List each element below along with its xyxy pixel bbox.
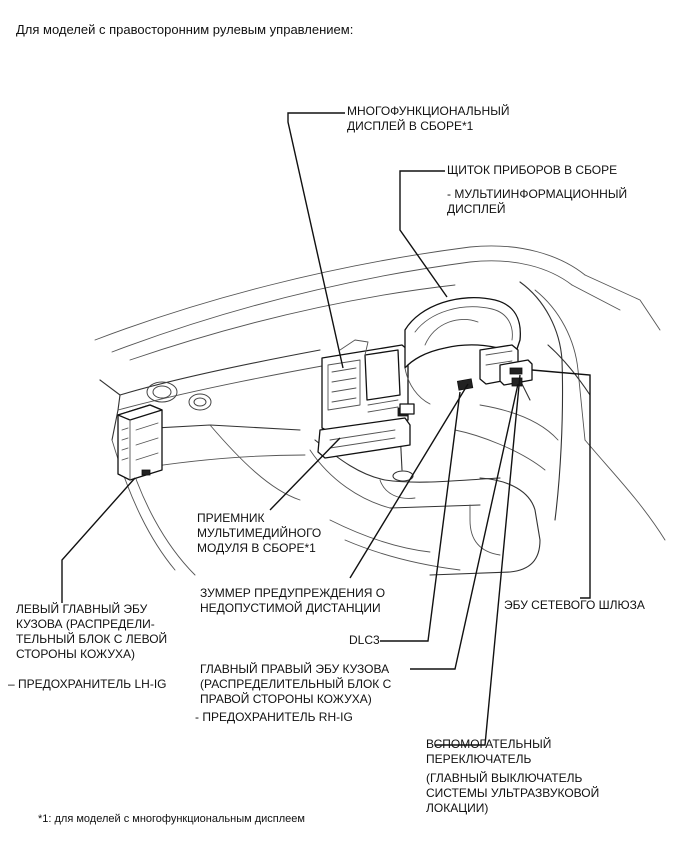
- label-line: ЗУММЕР ПРЕДУПРЕЖДЕНИЯ О: [200, 586, 386, 600]
- label-line: ТЕЛЬНЫЙ БЛОК С ЛЕВОЙ: [16, 632, 168, 646]
- label-line: (РАСПРЕДЕЛИТЕЛЬНЫЙ БЛОК С: [200, 677, 392, 691]
- label-line: ЛОКАЦИИ): [426, 801, 489, 815]
- label-line: МУЛЬТИМЕДИЙНОГО: [197, 526, 322, 540]
- label-line: ПРАВОЙ СТОРОНЫ КОЖУХА): [200, 692, 372, 706]
- label-line: ЛЕВЫЙ ГЛАВНЫЙ ЭБУ: [16, 602, 148, 616]
- label-gateway-ecu: ЭБУ СЕТЕВОГО ШЛЮЗА: [504, 598, 645, 613]
- label-line: ЩИТОК ПРИБОРОВ В СБОРЕ: [447, 163, 618, 177]
- label-multifunction-display: МНОГОФУНКЦИОНАЛЬНЫЙ ДИСПЛЕЙ В СБОРЕ*1: [347, 104, 509, 134]
- label-line: DLC3: [349, 633, 380, 647]
- label-line: МНОГОФУНКЦИОНАЛЬНЫЙ: [347, 104, 510, 118]
- label-line: ГЛАВНЫЙ ПРАВЫЙ ЭБУ КУЗОВА: [200, 662, 390, 676]
- label-line: (ГЛАВНЫЙ ВЫКЛЮЧАТЕЛЬ: [426, 771, 583, 785]
- label-fuse-rh-ig: - ПРЕДОХРАНИТЕЛЬ RH-IG: [195, 710, 353, 725]
- label-line: ДИСПЛЕЙ: [447, 202, 506, 216]
- label-fuse-lh-ig: – ПРЕДОХРАНИТЕЛЬ LH-IG: [8, 677, 166, 692]
- label-line: ПРИЕМНИК: [197, 511, 265, 525]
- label-line: - МУЛЬТИИНФОРМАЦИОННЫЙ: [447, 187, 628, 201]
- label-line: ПЕРЕКЛЮЧАТЕЛЬ: [426, 752, 532, 766]
- label-line: КУЗОВА (РАСПРЕДЕЛИ-: [16, 617, 155, 631]
- footnote: *1: для моделей с многофункциональным ди…: [38, 813, 305, 825]
- label-combination-meter: ЩИТОК ПРИБОРОВ В СБОРЕ: [447, 163, 617, 178]
- label-line: МОДУЛЯ В СБОРЕ*1: [197, 541, 316, 555]
- label-line: СИСТЕМЫ УЛЬТРАЗВУКОВОЙ: [426, 786, 600, 800]
- label-right-body-ecu: ГЛАВНЫЙ ПРАВЫЙ ЭБУ КУЗОВА (РАСПРЕДЕЛИТЕЛ…: [200, 662, 391, 707]
- label-line: СТОРОНЫ КОЖУХА): [16, 647, 135, 661]
- label-dlc3: DLC3: [349, 633, 380, 648]
- label-line: ЭБУ СЕТЕВОГО ШЛЮЗА: [504, 598, 645, 612]
- center-stack-drawing: [317, 339, 411, 459]
- small-parts-drawing: [399, 377, 523, 415]
- label-line: ДИСПЛЕЙ В СБОРЕ*1: [347, 119, 474, 133]
- label-sub-switch-detail: (ГЛАВНЫЙ ВЫКЛЮЧАТЕЛЬ СИСТЕМЫ УЛЬТРАЗВУКО…: [426, 771, 599, 816]
- page-title: Для моделей с правосторонним рулевым упр…: [16, 22, 354, 37]
- left-body-ecu-drawing: [117, 404, 163, 481]
- label-line: НЕДОПУСТИМОЙ ДИСТАНЦИИ: [200, 601, 381, 615]
- gateway-ecu-drawing: [499, 359, 533, 386]
- label-line: - ПРЕДОХРАНИТЕЛЬ RH-IG: [195, 710, 353, 724]
- label-line: ВСПОМОГАТЕЛЬНЫЙ: [426, 737, 552, 751]
- label-line: – ПРЕДОХРАНИТЕЛЬ LH-IG: [8, 677, 167, 691]
- label-sub-switch: ВСПОМОГАТЕЛЬНЫЙ ПЕРЕКЛЮЧАТЕЛЬ: [426, 737, 551, 767]
- leader-lines: [61, 112, 591, 746]
- label-left-body-ecu: ЛЕВЫЙ ГЛАВНЫЙ ЭБУ КУЗОВА (РАСПРЕДЕЛИ- ТЕ…: [16, 602, 167, 662]
- label-multimedia-receiver: ПРИЕМНИК МУЛЬТИМЕДИЙНОГО МОДУЛЯ В СБОРЕ*…: [197, 511, 321, 556]
- label-multi-info-display: - МУЛЬТИИНФОРМАЦИОННЫЙ ДИСПЛЕЙ: [447, 187, 627, 217]
- label-clearance-buzzer: ЗУММЕР ПРЕДУПРЕЖДЕНИЯ О НЕДОПУСТИМОЙ ДИС…: [200, 586, 385, 616]
